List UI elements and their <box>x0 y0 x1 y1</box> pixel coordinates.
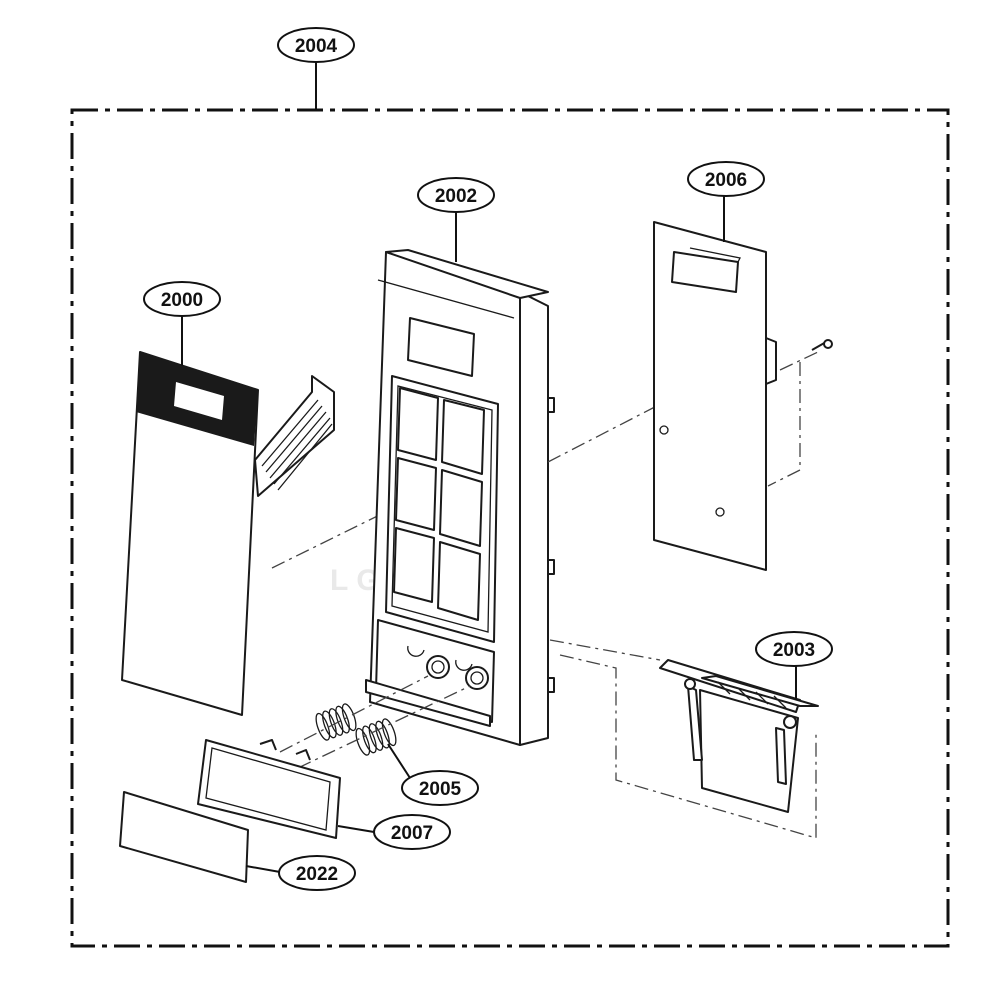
callout-2003-text: 2003 <box>773 640 815 661</box>
callout-2022: 2022 <box>278 855 356 891</box>
callout-2005-text: 2005 <box>419 779 462 800</box>
leader-2005 <box>387 743 411 779</box>
callout-2000: 2000 <box>143 281 221 317</box>
guide-2005 <box>279 675 471 769</box>
callout-2006: 2006 <box>687 161 765 197</box>
door-lever-part <box>659 659 819 813</box>
callout-2022-text: 2022 <box>296 864 338 885</box>
watermark-text: LG <box>330 564 388 597</box>
assembly-boundary <box>70 108 950 948</box>
sticker-part <box>119 791 249 883</box>
callout-2002: 2002 <box>417 177 495 213</box>
leader-2022 <box>245 865 281 873</box>
callout-2000-text: 2000 <box>161 290 203 311</box>
callout-2005: 2005 <box>401 770 479 806</box>
leader-2007 <box>337 825 375 833</box>
guide-2003 <box>549 639 817 839</box>
callout-2007-text: 2007 <box>391 823 433 844</box>
callout-2004-text: 2004 <box>295 36 338 57</box>
guide-2006 <box>767 351 819 487</box>
pcb-part <box>653 221 777 571</box>
guide-2002 <box>547 393 681 463</box>
callout-2006-text: 2006 <box>705 170 747 191</box>
screw-part <box>811 339 833 351</box>
springs-part <box>315 703 397 756</box>
control-frame-part <box>365 249 555 746</box>
push-button-part <box>197 739 341 839</box>
callout-2003: 2003 <box>755 631 833 667</box>
membrane-keypad-part <box>121 351 335 716</box>
callout-2004: 2004 <box>277 27 355 63</box>
callout-2002-text: 2002 <box>435 186 477 207</box>
callout-2007: 2007 <box>373 814 451 850</box>
